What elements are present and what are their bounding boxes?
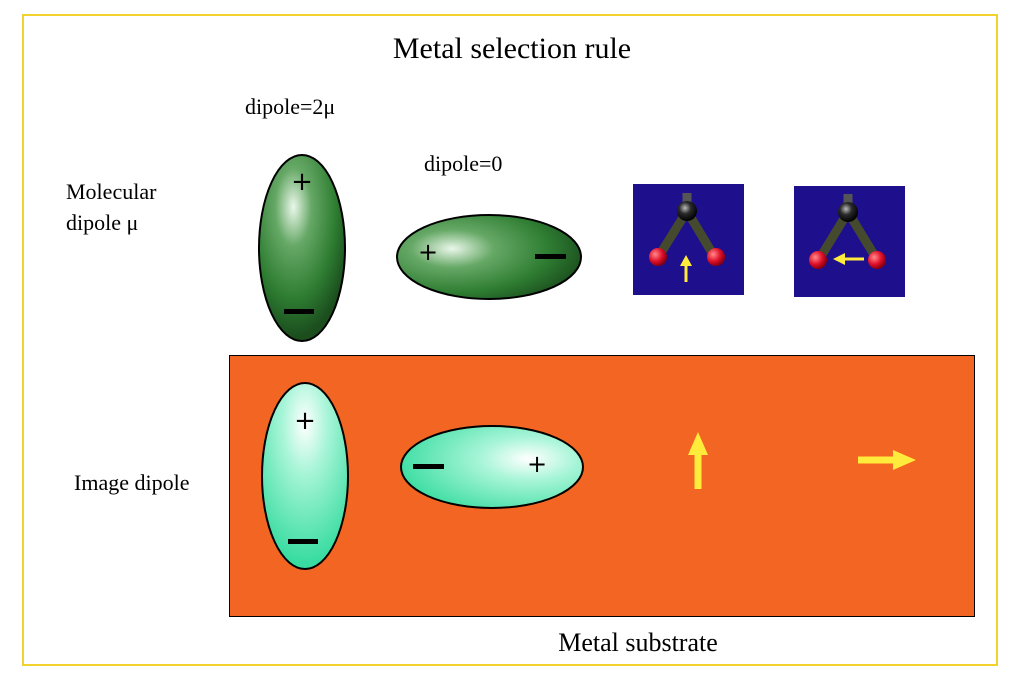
- molecule-horizontal-icon: [794, 186, 905, 297]
- image-dipole-label: Image dipole: [74, 470, 190, 495]
- minus-sign: [535, 254, 566, 259]
- metal-substrate-region: [229, 355, 975, 617]
- minus-sign: [413, 464, 444, 469]
- molecule-vertical-icon: [633, 184, 744, 295]
- slide-frame: [22, 14, 998, 666]
- arrow-right-icon: [858, 450, 916, 470]
- arrow-left-icon: [833, 253, 864, 265]
- dipole-double-label: dipole=2μ: [245, 94, 336, 119]
- plus-sign: +: [418, 238, 438, 266]
- plus-sign: +: [527, 450, 547, 478]
- image-dipole-horizontal: +: [400, 425, 584, 509]
- molecular-dipole-horizontal: +: [396, 214, 582, 300]
- arrow-up-icon: [680, 255, 692, 282]
- minus-sign: [284, 309, 314, 314]
- dipole-zero-label: dipole=0: [424, 151, 503, 176]
- arrow-up-icon: [688, 432, 708, 489]
- image-dipole-vertical: +: [261, 382, 349, 570]
- molecular-dipole-label: Molecular dipole μ: [66, 179, 157, 235]
- molecular-dipole-vertical: +: [258, 154, 346, 342]
- plus-sign: +: [294, 406, 316, 436]
- minus-sign: [288, 539, 318, 544]
- slide-title: Metal selection rule: [392, 32, 632, 65]
- metal-substrate-label: Metal substrate: [558, 628, 718, 657]
- plus-sign: +: [291, 167, 313, 197]
